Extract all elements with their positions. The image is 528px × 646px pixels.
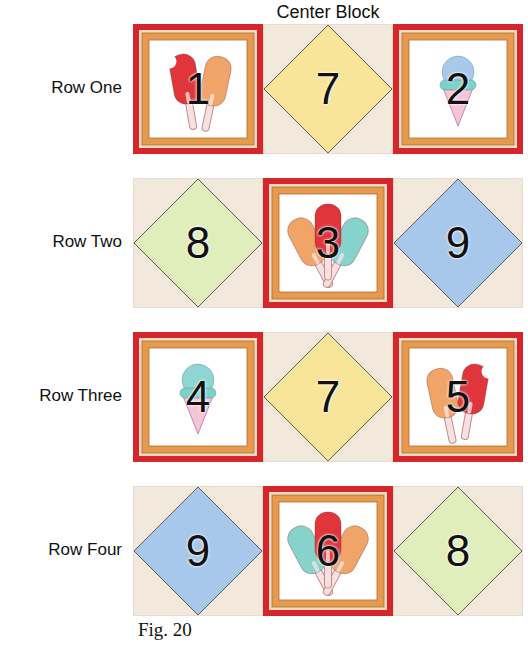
block-frame-part (149, 348, 247, 446)
block-number: 8 (446, 529, 470, 573)
block-frame-part (142, 341, 254, 453)
block-frame-part (149, 40, 247, 138)
framed-block: 3 (263, 178, 393, 308)
block-number: 6 (316, 529, 340, 573)
block-ground (133, 486, 263, 616)
block-number: 7 (316, 375, 340, 419)
block-frame-part (393, 332, 523, 462)
diamond-outline (264, 25, 392, 153)
popsicle-fan-part (283, 214, 342, 293)
framed-block: 6 (263, 486, 393, 616)
block-number: 3 (316, 221, 340, 265)
block-frame-part (272, 495, 384, 607)
popsicle-fan (283, 512, 372, 601)
block-ground (393, 486, 523, 616)
ice-cream-cone (440, 56, 476, 126)
block-frame-part (142, 33, 254, 145)
diamond-block: 7 (263, 24, 393, 154)
diamond-outline (134, 179, 262, 307)
block-number: 8 (186, 221, 210, 265)
block-frame-part (399, 30, 517, 148)
diamond-block: 9 (133, 486, 263, 616)
block-frame-part (133, 332, 263, 462)
row-label: Row Three (4, 386, 122, 406)
row-label: Row Two (4, 232, 122, 252)
diamond-block: 9 (393, 178, 523, 308)
block-number: 4 (186, 375, 210, 419)
block-frame-part (402, 341, 514, 453)
block-frame-part (133, 24, 263, 154)
ice-cream-cone-part (440, 56, 476, 126)
diamond-outline (264, 333, 392, 461)
framed-block: 4 (133, 332, 263, 462)
block-frame-part (409, 348, 507, 446)
band-ground-part (133, 178, 523, 308)
block-frame (263, 486, 393, 616)
block-ground (263, 332, 393, 462)
framed-block: 2 (393, 24, 523, 154)
block-number: 1 (186, 67, 210, 111)
popsicle-fan-part (315, 512, 341, 588)
block-frame (393, 24, 523, 154)
row-label: Row Four (4, 540, 122, 560)
framed-block: 1 (133, 24, 263, 154)
block-frame-part (263, 486, 393, 616)
block-number: 2 (446, 67, 470, 111)
block-number: 5 (446, 375, 470, 419)
band-ground (133, 24, 523, 616)
block-frame (393, 332, 523, 462)
block-ground (263, 24, 393, 154)
block-frame-part (399, 338, 517, 456)
block-frame (133, 332, 263, 462)
diamond-outline (134, 487, 262, 615)
block-frame-part (279, 194, 377, 292)
popsicle-fan-part (314, 214, 373, 293)
block-number: 9 (186, 529, 210, 573)
diamond-block: 8 (133, 178, 263, 308)
band-ground-part (133, 24, 523, 154)
block-frame-part (279, 502, 377, 600)
block-frame-part (269, 492, 387, 610)
block-frame-part (139, 338, 257, 456)
popsicle-pair (161, 50, 233, 133)
block-frame-part (139, 30, 257, 148)
popsicle-fan (283, 204, 372, 293)
block-frame-part (269, 184, 387, 302)
block-number: 9 (446, 221, 470, 265)
block-ground (393, 178, 523, 308)
popsicle-fan-part (315, 204, 341, 280)
diamond-outline (394, 487, 522, 615)
framed-block: 5 (393, 332, 523, 462)
block-frame-part (272, 187, 384, 299)
diamond-block: 7 (263, 332, 393, 462)
block-frame-part (393, 24, 523, 154)
block-frame (133, 24, 263, 154)
band-ground-part (133, 332, 523, 462)
block-frame-part (263, 178, 393, 308)
band-ground-part (133, 486, 523, 616)
figure-caption: Fig. 20 (138, 619, 192, 642)
block-ground (133, 178, 263, 308)
block-frame (263, 178, 393, 308)
popsicle-fan-part (283, 522, 342, 601)
block-frame-part (402, 33, 514, 145)
block-frame-part (409, 40, 507, 138)
diamond-outline (394, 179, 522, 307)
ice-cream-cone-part (180, 364, 216, 434)
row-label: Row One (4, 78, 122, 98)
block-number: 7 (316, 67, 340, 111)
column-heading: Center Block (263, 2, 393, 24)
diamond-block: 8 (393, 486, 523, 616)
ice-cream-cone (180, 364, 216, 434)
popsicle-pair (425, 360, 497, 445)
popsicle-fan-part (314, 522, 373, 601)
